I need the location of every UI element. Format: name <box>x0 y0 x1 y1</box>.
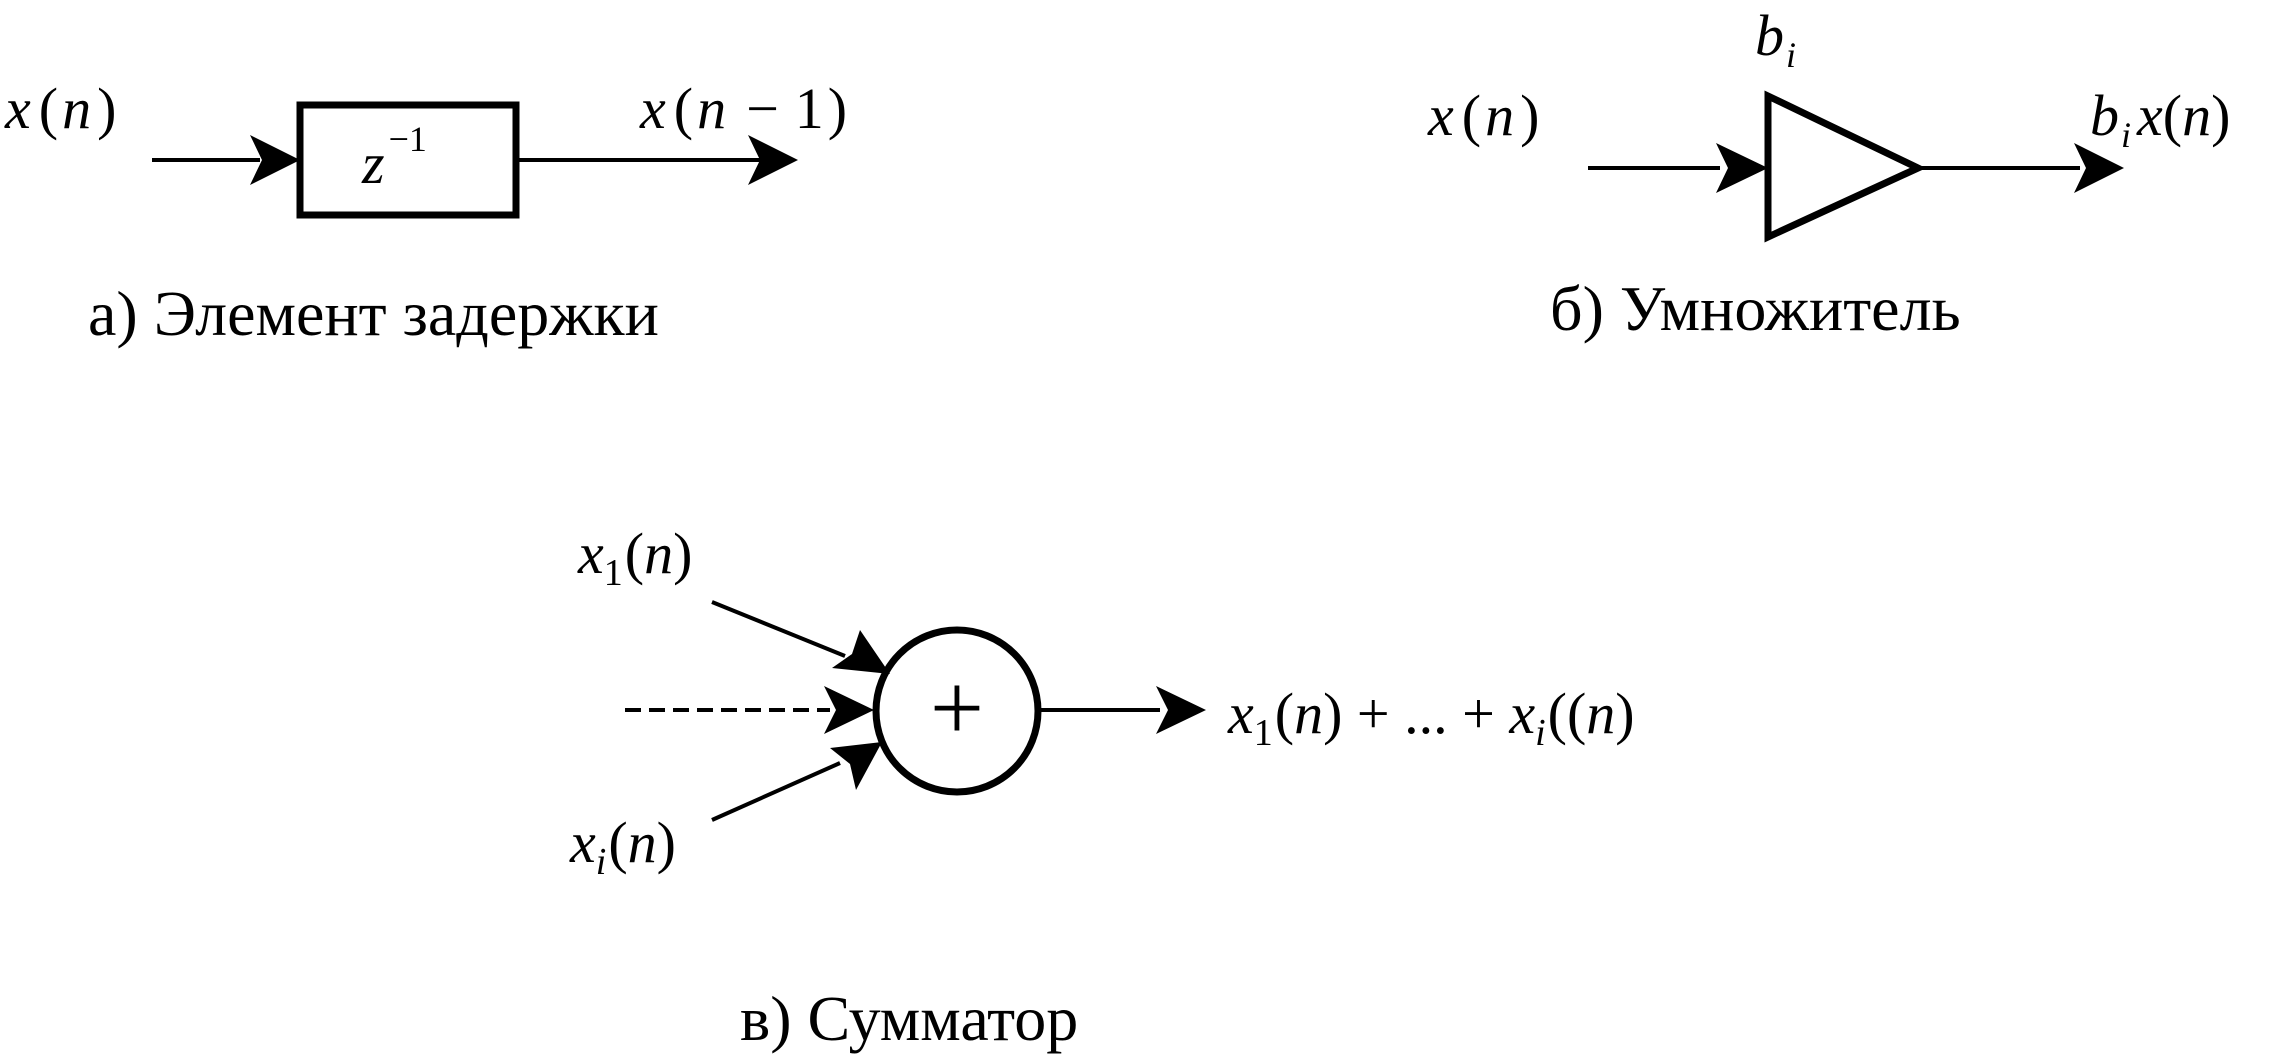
delay-caption: а) Элемент задержки <box>88 278 659 349</box>
delay-input-label: x(n) <box>4 76 116 141</box>
adder-caption: в) Сумматор <box>740 983 1078 1054</box>
multiplier-caption: б) Умножитель <box>1550 273 1961 344</box>
multiplier-input-arrowhead <box>1716 143 1768 193</box>
multiplier-input-label: x(n) <box>1427 83 1539 148</box>
adder-plus-symbol: + <box>930 654 984 761</box>
adder-output-label: x1(n) + ... + xi((n) <box>1227 681 1635 754</box>
adder-input-dashed-arrowhead <box>824 686 874 734</box>
multiplier-output-arrowhead <box>2074 143 2124 193</box>
delay-element-group: x(n) z−1 x(n−1) а) Элемент задержки <box>4 76 847 349</box>
adder-input-i-arrowhead <box>830 742 882 790</box>
delay-output-label: x(n−1) <box>639 76 847 141</box>
adder-input-1-label: x1(n) <box>577 521 692 594</box>
adder-output-arrowhead <box>1156 686 1206 734</box>
adder-group: x1(n) xi(n) + x1(n) + ... + xi((n) в) Су… <box>569 521 1635 1054</box>
multiplier-triangle <box>1764 90 1927 243</box>
multiplier-coefficient-label: bi <box>1755 3 1796 75</box>
adder-input-i-label: xi(n) <box>569 810 676 883</box>
adder-input-1-arrowhead <box>832 630 890 674</box>
delay-output-arrowhead <box>748 135 798 185</box>
adder-input-1-line <box>711 600 846 658</box>
delay-block-label: z−1 <box>361 119 427 196</box>
delay-input-arrowhead <box>250 135 300 185</box>
adder-input-i-line <box>711 761 841 822</box>
